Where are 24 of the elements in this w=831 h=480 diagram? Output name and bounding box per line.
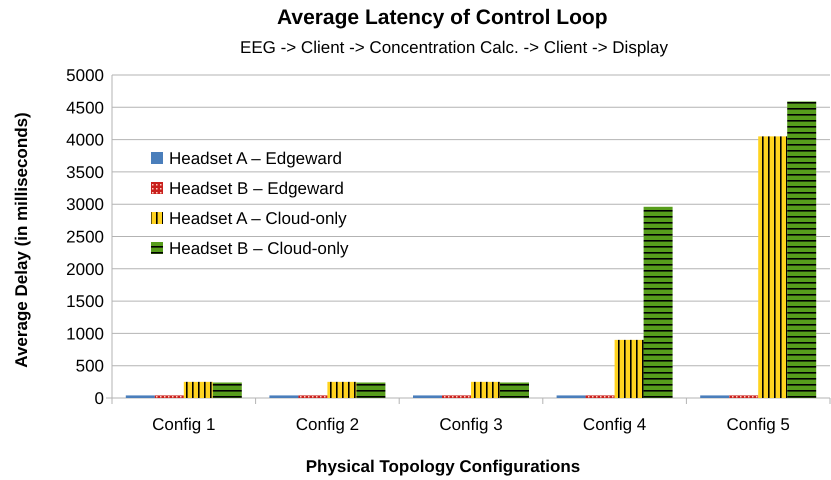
tick-label: 500	[76, 356, 104, 376]
category-label: Config 5	[726, 415, 790, 434]
tick-label: 0	[94, 389, 104, 408]
tick-label: 2000	[66, 260, 104, 279]
category-label: Config 4	[582, 415, 646, 434]
tick-label: 3000	[66, 195, 104, 214]
chart-title: Average Latency of Control Loop	[277, 6, 608, 30]
tick-label: 4500	[66, 98, 104, 118]
category-label: Config 3	[439, 415, 503, 434]
legend-label: Headset A – Cloud-only	[169, 209, 347, 228]
tick-label: 1000	[66, 324, 104, 344]
axis-title: Average Delay (in milliseconds)	[12, 112, 31, 368]
category-label: Config 2	[296, 415, 360, 434]
tick-label: 3500	[66, 162, 104, 182]
axis-title: Physical Topology Configurations	[306, 457, 580, 476]
chart-subtitle: EEG -> Client -> Concentration Calc. -> Client -> Display	[240, 38, 668, 58]
tick-label: 4000	[66, 130, 104, 150]
legend-label: Headset B – Edgeward	[169, 179, 344, 198]
category-label: Config 1	[152, 415, 216, 434]
tick-label: 1500	[66, 292, 104, 312]
legend-label: Headset B – Cloud-only	[169, 239, 349, 258]
tick-label: 2500	[66, 228, 104, 246]
legend-label: Headset A – Edgeward	[169, 149, 342, 168]
tick-label: 5000	[66, 66, 104, 85]
